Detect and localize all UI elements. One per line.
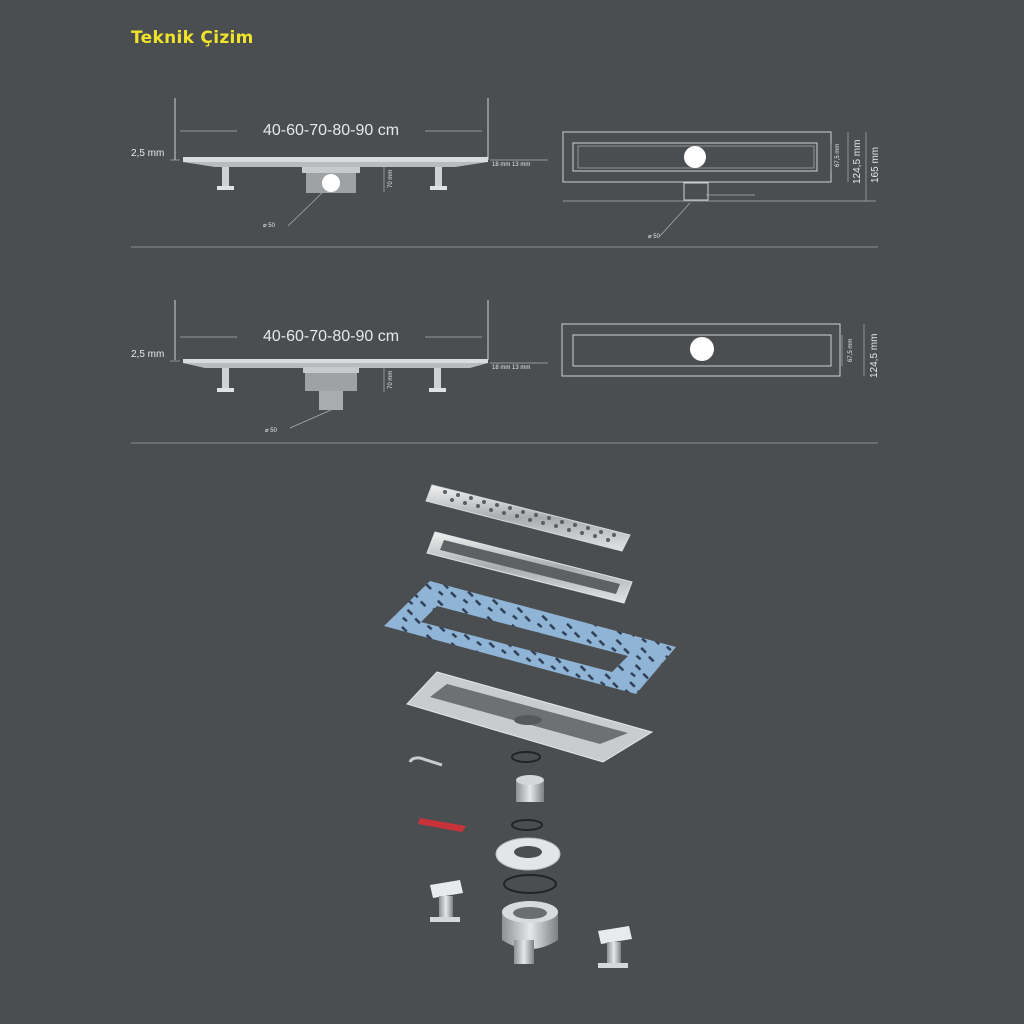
waterproof-membrane [384, 581, 676, 694]
sealing-tape [418, 818, 466, 832]
drawing2-diameter-label: ⌀ 50 [265, 428, 278, 434]
key-tool [408, 756, 443, 767]
exploded-assembly-view [384, 484, 676, 968]
grate-frame [426, 531, 633, 604]
drawing1-height-label: 2,5 mm [131, 148, 164, 159]
drawing2-height-label: 2,5 mm [131, 349, 164, 360]
support-leg [430, 880, 463, 922]
drawing2-plan-view: 67,5 mm 124,5 mm [561, 323, 880, 378]
o-ring [511, 751, 541, 763]
drawing2-side-label: 18 mm 13 mm [492, 365, 530, 371]
drawing1-length-label: 40-60-70-80-90 cm [263, 122, 399, 139]
page-title: Teknik Çizim [131, 28, 254, 48]
drawing1-plan-view: 67,5 mm 124,5 mm 165 mm ⌀ 50 [562, 131, 881, 240]
drawing1-side-view: 40-60-70-80-90 cm 2,5 mm 70 mm 18 mm 13 … [131, 98, 548, 229]
drawing1-diameter-label: ⌀ 50 [263, 223, 276, 229]
drawing1-outlet-height-label: 70 mm [388, 170, 394, 188]
outlet-body [502, 901, 558, 964]
grate-cover [425, 484, 631, 552]
drawing1-plan-diameter-label: ⌀ 50 [648, 234, 661, 240]
support-leg [598, 926, 632, 968]
drawing2-plan-inner-label: 67,5 mm [848, 339, 854, 362]
drawing1-side-label: 18 mm 13 mm [492, 162, 530, 168]
drawing1-plan-total-label: 165 mm [870, 147, 881, 183]
drawing2-outlet-height-label: 70 mm [388, 371, 394, 389]
odor-trap-insert [516, 775, 544, 802]
drawing2-side-view: 40-60-70-80-90 cm 2,5 mm 70 mm 18 mm 13 … [131, 300, 548, 434]
drawing2-plan-width-label: 124,5 mm [869, 334, 880, 378]
o-ring [511, 819, 543, 831]
drain-channel-body [406, 671, 654, 763]
o-ring [503, 874, 557, 894]
drawing1-plan-width-label: 124,5 mm [852, 140, 863, 184]
drawing1-plan-inner-label: 67,5 mm [835, 144, 841, 167]
drawing2-length-label: 40-60-70-80-90 cm [263, 328, 399, 345]
flange-ring [495, 837, 561, 871]
